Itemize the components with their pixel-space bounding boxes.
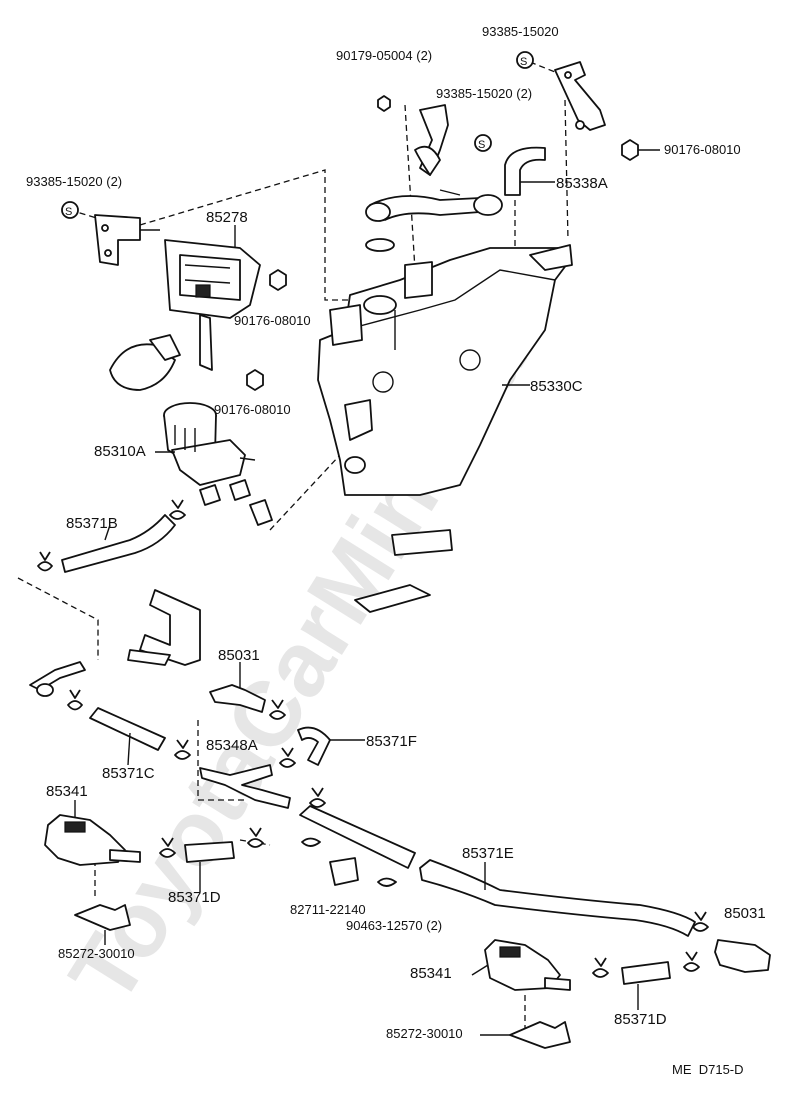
nozzle-85341-left <box>44 814 141 866</box>
hose-85371C <box>89 707 166 751</box>
nut-icon <box>621 139 639 161</box>
label-85338A: 85338A <box>556 175 608 192</box>
clamp-icon <box>37 499 186 572</box>
label-85371B: 85371B <box>66 515 118 532</box>
nozzle-line <box>29 661 86 697</box>
label-85310A: 85310A <box>94 443 146 460</box>
filler-neck <box>365 189 503 252</box>
hose-85371B <box>61 514 176 573</box>
hose-85371E <box>419 859 696 937</box>
connector-85348A <box>199 764 291 809</box>
hose-85371F <box>297 726 331 766</box>
clamp-icon <box>301 837 709 978</box>
svg-text:S: S <box>478 139 485 151</box>
label-85348A: 85348A <box>206 737 258 754</box>
label-85272-right: 85272-30010 <box>386 1026 463 1041</box>
nut-icon <box>269 269 287 291</box>
svg-text:S: S <box>65 206 72 218</box>
mid-bracket <box>414 104 449 176</box>
nut-icon <box>377 95 391 112</box>
footer-code: ME D715-D <box>672 1062 744 1077</box>
pump-motor-icon <box>163 402 251 506</box>
svg-text:S: S <box>520 56 527 68</box>
label-85371C: 85371C <box>102 765 155 782</box>
label-85371E: 85371E <box>462 845 514 862</box>
bracket-85272-left <box>74 904 131 931</box>
nozzle-85341-right <box>484 939 571 991</box>
label-90176-a: 90176-08010 <box>234 313 311 328</box>
relay-85278 <box>164 239 261 371</box>
insulator-strip <box>354 529 453 613</box>
reservoir-tank-icon <box>317 244 573 496</box>
label-82711: 82711-22140 <box>290 902 366 917</box>
label-85031-top: 85031 <box>218 647 260 664</box>
upper-bracket-right <box>554 61 606 131</box>
label-90463: 90463-12570 (2) <box>346 918 442 933</box>
label-85341-right: 85341 <box>410 965 452 982</box>
label-85031-right: 85031 <box>724 905 766 922</box>
label-85278: 85278 <box>206 209 248 226</box>
label-93385-mid: 93385-15020 (2) <box>436 86 532 101</box>
label-85341-left: 85341 <box>46 783 88 800</box>
t-joint-85031-right <box>714 939 771 973</box>
part-labels: 93385-15020 90179-05004 (2) 93385-15020 … <box>26 24 766 1077</box>
t-joint-85031 <box>209 684 266 713</box>
hose-mid <box>299 805 416 869</box>
label-85330C: 85330C <box>530 378 583 395</box>
hose-icon <box>504 146 546 196</box>
label-90179: 90179-05004 (2) <box>336 48 432 63</box>
hose-85371D-right <box>621 961 671 985</box>
s-washer-icon: S <box>474 134 492 152</box>
label-90176-right: 90176-08010 <box>664 142 741 157</box>
label-85272-left: 85272-30010 <box>58 946 135 961</box>
left-bracket <box>94 214 160 266</box>
label-85371F: 85371F <box>366 733 417 750</box>
bracket-85272-right <box>509 1021 571 1049</box>
s-washer-icon: S <box>61 201 79 219</box>
nut-icon <box>246 369 264 391</box>
label-85371D-right: 85371D <box>614 1011 667 1028</box>
clamp-icon <box>67 689 326 858</box>
label-leaders <box>239 457 510 1036</box>
pump-grommet <box>109 334 181 391</box>
clip-82711 <box>329 857 359 886</box>
label-85371D-left: 85371D <box>168 889 221 906</box>
s-washer-icon: S <box>516 51 534 69</box>
nozzle-bracket <box>127 589 201 666</box>
grommet <box>249 499 273 526</box>
label-93385-top: 93385-15020 <box>482 24 559 39</box>
label-93385-left: 93385-15020 (2) <box>26 174 122 189</box>
hose-85371D-left <box>184 841 235 863</box>
label-90176-b: 90176-08010 <box>214 402 291 417</box>
